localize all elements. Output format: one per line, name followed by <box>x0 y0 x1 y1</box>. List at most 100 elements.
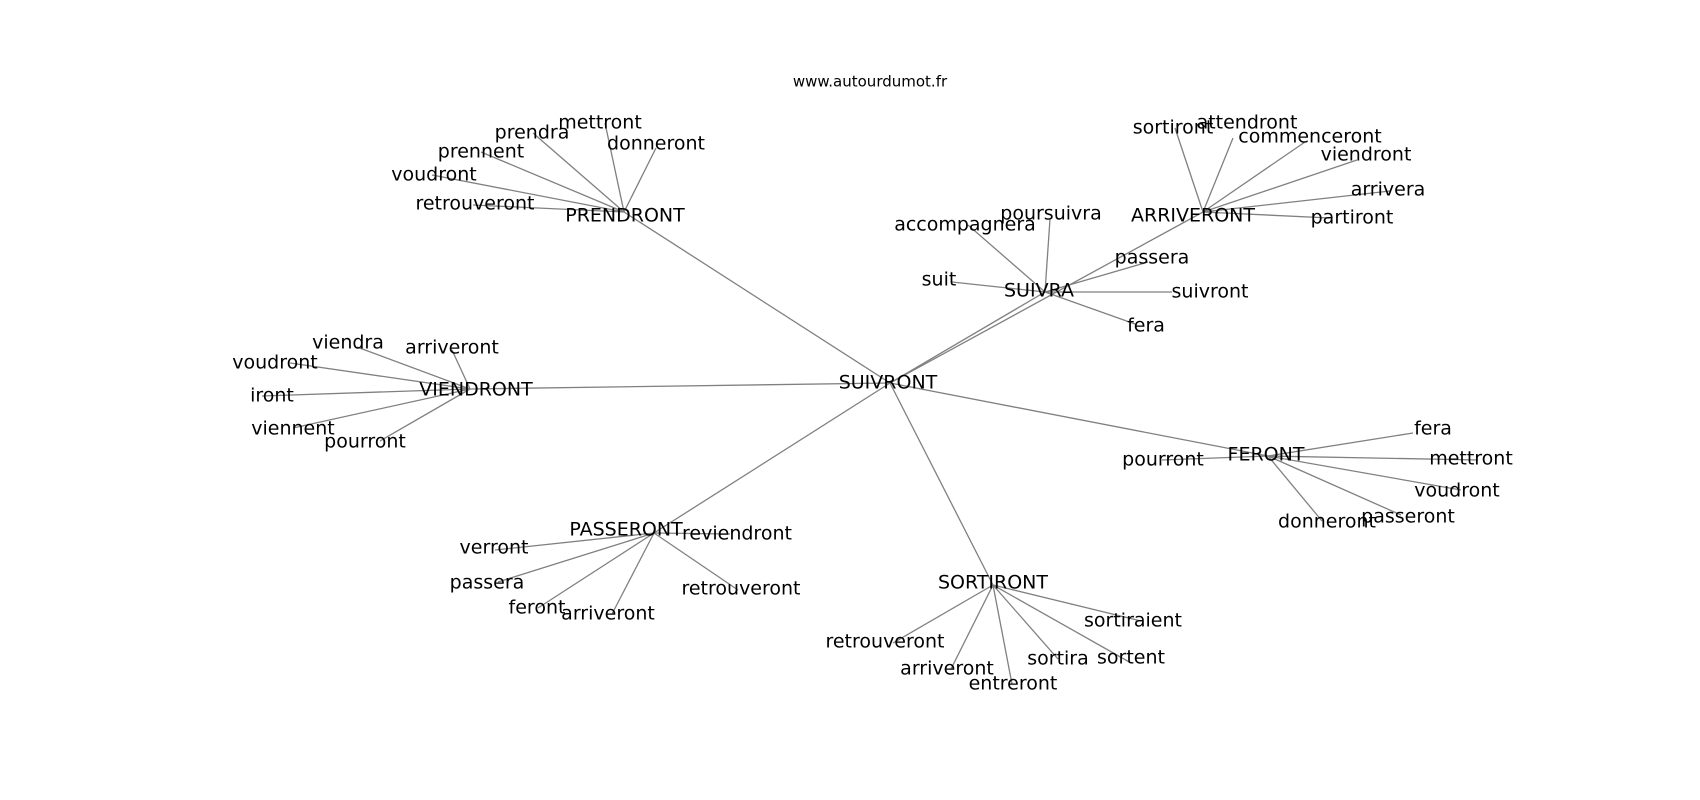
hub-to-word-edge <box>1267 455 1479 461</box>
word-node-label: arrivera <box>1351 179 1426 201</box>
hub-node-label: ARRIVERONT <box>1131 205 1255 227</box>
word-node-label: prennent <box>438 141 524 163</box>
hub-to-word-edge <box>967 224 1046 293</box>
word-node-label: arriveront <box>900 658 994 680</box>
hub-node-label: SORTIRONT <box>938 572 1048 594</box>
hub-to-word-edge <box>611 532 655 615</box>
hub-to-word-edge <box>451 349 471 390</box>
word-node-label: commenceront <box>1238 126 1381 148</box>
hub-to-word-edge <box>537 532 655 609</box>
word-node-label: suit <box>922 269 957 291</box>
hub-to-word-edge <box>653 532 731 535</box>
word-node-label: donneront <box>1278 511 1376 533</box>
hub-to-word-edge <box>1174 127 1204 213</box>
word-node-label: entreront <box>969 673 1058 695</box>
word-node-label: sortent <box>1097 647 1165 669</box>
graph-edges <box>261 122 1479 685</box>
word-node-label: voudront <box>232 352 317 374</box>
center-to-hub-edge <box>623 211 891 384</box>
word-node-label: fera <box>1414 418 1452 440</box>
hub-to-word-edge <box>992 584 1013 685</box>
word-node-label: passera <box>450 572 525 594</box>
hub-to-word-edge <box>1267 455 1462 491</box>
word-node-label: suivront <box>1172 281 1249 303</box>
word-node-label: feront <box>509 597 566 619</box>
hub-to-word-edge <box>892 584 994 644</box>
hub-to-word-edge <box>1161 455 1269 461</box>
hub-to-word-edge <box>951 281 1046 293</box>
hub-to-word-edge <box>431 174 625 213</box>
center-to-hub-edge <box>889 382 994 586</box>
word-node-label: reviendront <box>682 523 792 545</box>
word-node-label: arriveront <box>561 603 655 625</box>
hub-to-word-edge <box>992 584 1142 622</box>
word-node-label: passera <box>1115 247 1190 269</box>
center-to-hub-edge <box>469 382 891 390</box>
hub-to-word-edge <box>356 346 471 390</box>
word-node-label: passeront <box>1361 506 1455 528</box>
hub-to-word-edge <box>653 532 739 591</box>
hub-node-label: FERONT <box>1228 444 1305 466</box>
hub-to-word-edge <box>992 584 1059 660</box>
hub-node-label: SUIVRA <box>1004 280 1074 302</box>
word-node-label: donneront <box>607 133 705 155</box>
hub-to-word-edge <box>480 151 625 213</box>
hub-to-word-edge <box>950 584 994 670</box>
hub-to-word-edge <box>1202 190 1391 213</box>
hub-node-label: PASSERONT <box>569 519 683 541</box>
hub-to-word-edge <box>1202 159 1358 213</box>
word-node-label: poursuivra <box>1000 203 1101 225</box>
hub-to-word-edge <box>1044 291 1136 325</box>
hub-to-word-edge <box>379 388 471 442</box>
word-node-label: verront <box>460 537 529 559</box>
hub-node-label: VIENDRONT <box>419 379 533 401</box>
hub-to-word-edge <box>1044 218 1051 293</box>
word-node-label: viendront <box>1321 144 1412 166</box>
hub-to-word-edge <box>1267 432 1414 457</box>
center-node-label: SUIVRONT <box>839 372 938 394</box>
word-node-label: sortiraient <box>1084 610 1182 632</box>
hub-to-word-edge <box>1202 211 1331 219</box>
word-node-label: pourront <box>324 431 406 453</box>
source-watermark: www.autourdumot.fr <box>793 73 948 91</box>
center-to-hub-edge <box>889 382 1269 457</box>
hub-to-word-edge <box>472 204 625 213</box>
hub-to-word-edge <box>992 584 1132 664</box>
hub-to-word-edge <box>1202 141 1306 213</box>
word-node-label: fera <box>1127 315 1165 337</box>
word-node-label: viennent <box>251 418 334 440</box>
center-to-hub-edge <box>653 382 891 534</box>
word-node-label: retrouveront <box>681 578 800 600</box>
word-node-label: voudront <box>1414 480 1499 502</box>
word-node-label: iront <box>250 385 294 407</box>
hub-to-word-edge <box>1044 261 1149 293</box>
word-node-label: retrouveront <box>415 193 534 215</box>
hub-to-word-edge <box>292 388 471 429</box>
word-node-label: mettront <box>558 112 642 134</box>
hub-to-word-edge <box>623 147 657 213</box>
hub-to-word-edge <box>604 122 625 213</box>
word-node-label: viendra <box>312 332 384 354</box>
hub-to-word-edge <box>1267 455 1323 522</box>
word-node-label: attendront <box>1197 112 1298 134</box>
word-node-label: pourront <box>1122 449 1204 471</box>
word-node-label: accompagnera <box>894 214 1036 236</box>
word-node-label: voudront <box>391 164 476 186</box>
center-to-hub-edge <box>889 291 1046 384</box>
word-node-label: arriveront <box>405 337 499 359</box>
hub-to-word-edge <box>497 532 655 583</box>
word-node-label: sortiront <box>1133 117 1214 139</box>
word-node-label: partiront <box>1311 207 1394 229</box>
hub-node-label: PRENDRONT <box>565 205 685 227</box>
word-node-label: prendra <box>495 122 570 144</box>
hub-to-word-edge <box>1202 137 1234 213</box>
hub-to-word-edge <box>261 388 471 397</box>
hub-to-word-edge <box>289 362 471 390</box>
hub-to-word-edge <box>532 132 625 213</box>
center-to-hub-edge <box>889 211 1204 384</box>
hub-to-word-edge <box>1267 455 1402 516</box>
hub-to-word-edge <box>494 532 655 551</box>
word-node-label: mettront <box>1429 448 1513 470</box>
